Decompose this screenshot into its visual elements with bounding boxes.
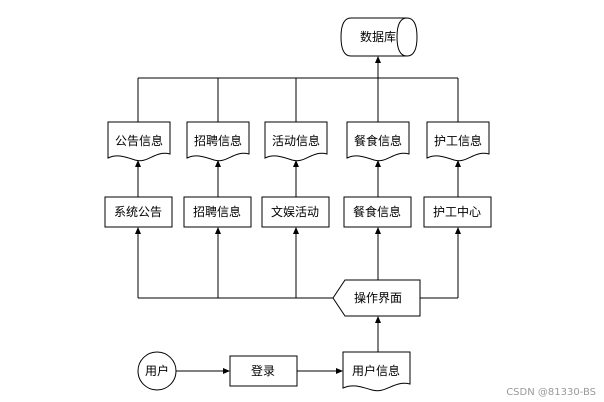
document-label-5: 护工信息 <box>434 133 482 148</box>
user-node: 用户 <box>137 351 177 391</box>
interface-node: 操作界面 <box>332 279 421 317</box>
watermark: CSDN @81330-BS <box>506 387 596 398</box>
login-label: 登录 <box>251 363 275 378</box>
document-label-1: 公告信息 <box>115 133 163 148</box>
database-label: 数据库 <box>360 29 396 44</box>
login-to-userinfo-arrow <box>297 368 343 374</box>
document-node-1: 公告信息 <box>107 121 171 162</box>
module-label-5: 护工中心 <box>433 204 481 219</box>
document-node-2: 招聘信息 <box>186 121 250 162</box>
module-node-5: 护工中心 <box>423 196 492 228</box>
interface-connector <box>135 227 461 299</box>
document-label-3: 活动信息 <box>272 133 320 148</box>
top-connector <box>137 56 459 122</box>
userinfo-label: 用户信息 <box>352 363 400 378</box>
module-node-4: 餐食信息 <box>343 196 412 228</box>
module-label-3: 文娱活动 <box>271 204 319 219</box>
userinfo-node: 用户信息 <box>342 351 411 392</box>
interface-label: 操作界面 <box>354 290 402 305</box>
module-node-2: 招聘信息 <box>183 196 252 228</box>
userinfo-to-interface-arrow <box>375 316 381 352</box>
user-label: 用户 <box>145 363 169 378</box>
document-label-2: 招聘信息 <box>194 133 242 148</box>
module-node-3: 文娱活动 <box>261 196 330 228</box>
module-label-1: 系统公告 <box>114 205 162 219</box>
module-label-2: 招聘信息 <box>193 204 241 219</box>
document-node-3: 活动信息 <box>264 121 328 162</box>
document-node-5: 护工信息 <box>426 121 490 162</box>
login-node: 登录 <box>229 355 298 387</box>
document-node-4: 餐食信息 <box>346 121 410 162</box>
module-to-document-arrows <box>135 160 461 197</box>
database-node: 数据库 <box>340 17 418 57</box>
module-label-4: 餐食信息 <box>353 204 401 219</box>
user-to-login-arrow <box>176 368 230 374</box>
module-node-1: 系统公告 <box>104 196 173 228</box>
document-label-4: 餐食信息 <box>354 133 402 148</box>
